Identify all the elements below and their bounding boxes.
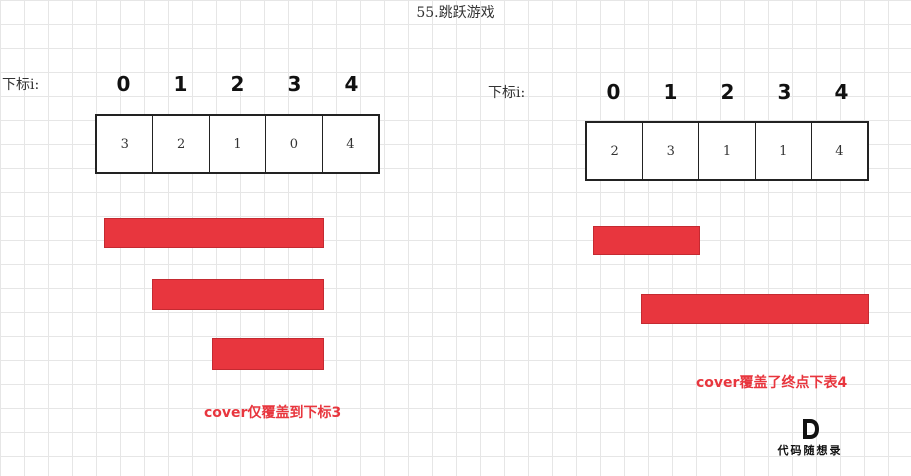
right-cell-2: 1 [699,123,756,179]
right-index-3: 3 [777,80,792,104]
left-index-1: 1 [173,72,188,96]
right-cell-0: 2 [587,123,644,179]
right-index-0: 0 [606,80,621,104]
left-cell-1: 2 [153,116,210,172]
logo: 代码随想录 [765,418,855,458]
left-cell-2: 1 [210,116,267,172]
right-cover-bar-1 [593,226,700,255]
left-index-2: 2 [230,72,245,96]
left-cover-bar-1 [104,218,324,248]
right-caption: cover覆盖了终点下表4 [696,375,848,391]
right-array: 2 3 1 1 4 [585,121,869,181]
right-cell-3: 1 [756,123,812,179]
right-index-row: 0 1 2 3 4 [585,80,870,104]
left-array: 3 2 1 0 4 [95,114,380,174]
left-index-row: 0 1 2 3 4 [95,72,380,96]
left-index-0: 0 [116,72,131,96]
right-cell-4: 4 [835,143,844,159]
left-cell-3: 0 [266,116,323,172]
left-cell-0: 3 [97,116,154,172]
page-title: 55.跳跃游戏 [416,5,495,21]
logo-text: 代码随想录 [777,444,843,457]
left-cover-bar-2 [152,279,324,310]
right-index-4: 4 [834,80,849,104]
left-cover-bar-3 [212,338,324,370]
right-cell-1: 3 [643,123,700,179]
right-cover-bar-2 [641,294,869,324]
left-index-4: 4 [344,72,359,96]
left-caption: cover仅覆盖到下标3 [204,405,342,421]
logo-d-icon [803,419,819,439]
right-index-2: 2 [720,80,735,104]
right-index-label: 下标i: [488,85,526,101]
left-index-3: 3 [287,72,302,96]
left-index-label: 下标i: [2,77,40,93]
right-index-1: 1 [663,80,678,104]
left-cell-4: 4 [346,136,355,152]
